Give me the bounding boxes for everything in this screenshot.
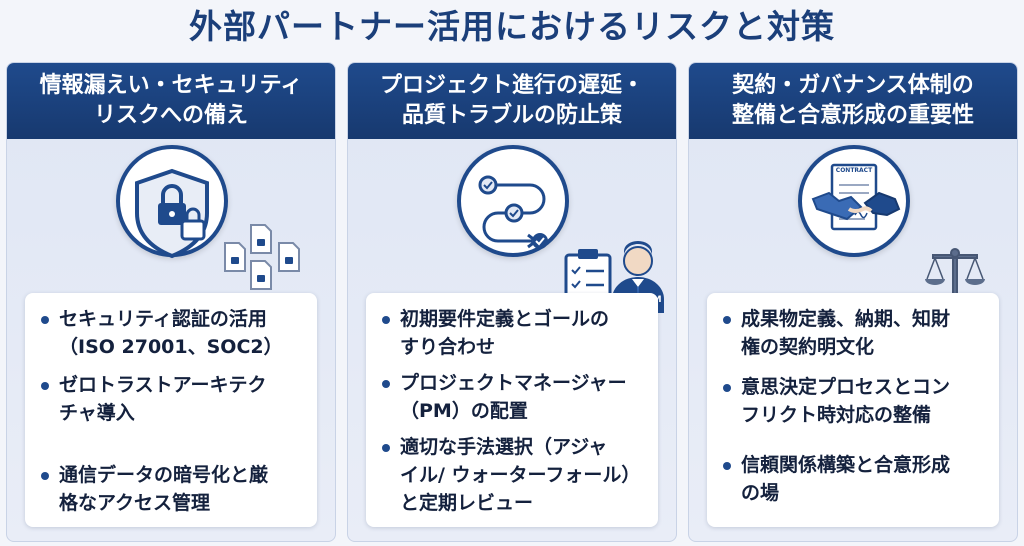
list-item: ゼロトラストアーキテク チャ導入 — [39, 371, 307, 427]
list-item-line: チャ導入 — [59, 402, 135, 424]
list-item-line: 初期要件定義とゴールの — [400, 308, 610, 330]
list-item: 通信データの暗号化と厳 格なアクセス管理 — [39, 461, 307, 517]
panel-heading-line: 整備と合意形成の重要性 — [731, 103, 974, 128]
panel-heading-line: プロジェクト進行の遅延・ — [379, 73, 644, 98]
icon-circle — [457, 145, 569, 257]
list-item-line: の場 — [741, 482, 780, 504]
measures-card: 初期要件定義とゴールの すり合わせ プロジェクトマネージャー （PM）の配置 適… — [366, 293, 658, 527]
list-item-line: セキュリティ認証の活用 — [59, 308, 267, 330]
panel-heading-line: 契約・ガバナンス体制の — [732, 73, 974, 98]
contract-handshake-icon — [811, 163, 901, 231]
panel-heading-line: 品質トラブルの防止策 — [401, 103, 622, 128]
list-item-line: フリクト時対応の整備 — [741, 404, 932, 426]
list-item-line: 格なアクセス管理 — [59, 492, 211, 514]
contract-label: CONTRACT — [835, 167, 873, 174]
list-item-line: と定期レビュー — [400, 492, 534, 514]
list-item-line: 通信データの暗号化と厳 — [59, 464, 269, 486]
panel-heading: 情報漏えい・セキュリティ リスクへの備え — [7, 63, 335, 139]
list-item-line: （ISO 27001、SOC2） — [59, 336, 283, 358]
panel-heading-line: リスクへの備え — [93, 103, 248, 128]
list-item: 意思決定プロセスとコン フリクト時対応の整備 — [721, 373, 989, 429]
panel-heading: 契約・ガバナンス体制の 整備と合意形成の重要性 — [689, 63, 1017, 139]
illustration-area: CONTRACT — [689, 143, 1017, 348]
list-item: 初期要件定義とゴールの すり合わせ — [380, 305, 648, 361]
illustration-area — [7, 143, 335, 348]
workflow-icon — [478, 175, 548, 249]
list-item-line: 意思決定プロセスとコン — [741, 376, 951, 398]
panel-heading-line: 情報漏えい・セキュリティ — [39, 73, 303, 98]
list-item: セキュリティ認証の活用 （ISO 27001、SOC2） — [39, 305, 307, 361]
panel-security: 情報漏えい・セキュリティ リスクへの備え — [6, 62, 336, 542]
list-item-line: 権の契約明文化 — [741, 336, 875, 358]
list-item: 成果物定義、納期、知財 権の契約明文化 — [721, 305, 989, 361]
list-item-line: ゼロトラストアーキテク — [59, 374, 267, 396]
list-item-line: イル/ ウォーターフォール） — [400, 464, 641, 486]
list-item-line: プロジェクトマネージャー — [400, 372, 627, 394]
panel-governance: 契約・ガバナンス体制の 整備と合意形成の重要性 CONTRACT — [688, 62, 1018, 542]
page-title: 外部パートナー活用におけるリスクと対策 — [189, 7, 835, 46]
list-item-line: 信頼関係構築と合意形成 — [741, 454, 951, 476]
list-item-line: 成果物定義、納期、知財 — [741, 308, 951, 330]
list-item-line: 適切な手法選択（アジャ — [400, 436, 608, 458]
list-item-line: すり合わせ — [400, 336, 496, 358]
list-item: 適切な手法選択（アジャ イル/ ウォーターフォール） と定期レビュー — [380, 433, 648, 517]
measures-card: 成果物定義、納期、知財 権の契約明文化 意思決定プロセスとコン フリクト時対応の… — [707, 293, 999, 527]
panel-project: プロジェクト進行の遅延・ 品質トラブルの防止策 — [347, 62, 677, 542]
measures-card: セキュリティ認証の活用 （ISO 27001、SOC2） ゼロトラストアーキテク… — [25, 293, 317, 527]
list-item: 信頼関係構築と合意形成 の場 — [721, 451, 989, 507]
list-item-line: （PM）の配置 — [400, 400, 528, 422]
list-item: プロジェクトマネージャー （PM）の配置 — [380, 369, 648, 425]
shield-lock-icon — [135, 168, 300, 290]
panel-heading: プロジェクト進行の遅延・ 品質トラブルの防止策 — [348, 63, 676, 139]
